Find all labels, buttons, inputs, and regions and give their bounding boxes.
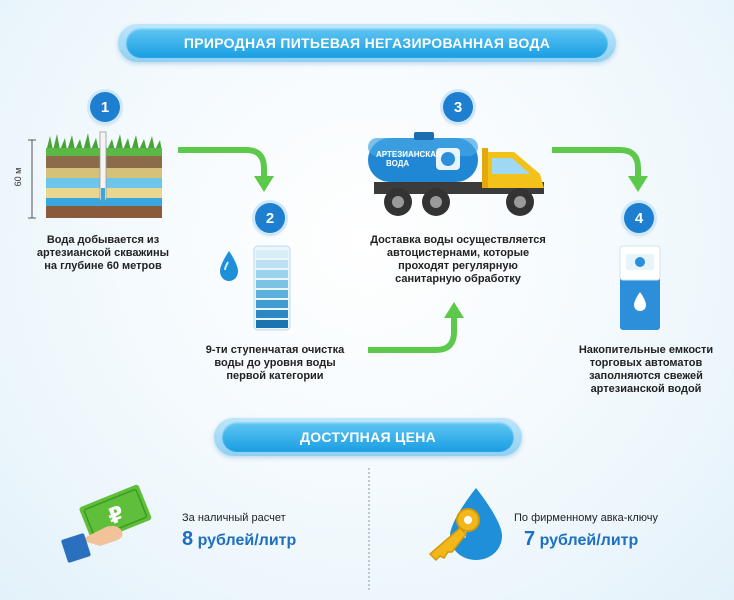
depth-label: 60 м bbox=[13, 167, 23, 187]
vending-machine-icon bbox=[619, 245, 661, 330]
well-cross-section-icon bbox=[28, 131, 162, 219]
step-2-number: 2 bbox=[255, 203, 285, 233]
price-divider bbox=[368, 468, 370, 590]
cash-hand-icon: ₽ bbox=[61, 484, 152, 563]
step-1-number: 1 bbox=[90, 92, 120, 122]
step-2-caption: 9-ти ступенчатая очистка воды до уровня … bbox=[205, 344, 345, 382]
cash-price-label: За наличный расчет bbox=[182, 512, 286, 524]
arrow-1-to-2 bbox=[178, 147, 274, 192]
header-banner-inner: ПРИРОДНАЯ ПИТЬЕВАЯ НЕГАЗИРОВАННАЯ ВОДА bbox=[126, 28, 608, 58]
header-banner: ПРИРОДНАЯ ПИТЬЕВАЯ НЕГАЗИРОВАННАЯ ВОДА bbox=[118, 24, 616, 62]
cash-price-value: 8 рублей/литр bbox=[182, 528, 297, 550]
price-banner-title: ДОСТУПНАЯ ЦЕНА bbox=[299, 429, 437, 445]
water-truck-icon bbox=[368, 132, 544, 216]
key-price-value: 7 рублей/литр bbox=[524, 528, 639, 550]
step-4-number: 4 bbox=[624, 203, 654, 233]
step-4-caption: Накопительные емкости торговых автоматов… bbox=[578, 344, 714, 395]
water-drop-icon bbox=[220, 251, 238, 281]
price-banner-inner: ДОСТУПНАЯ ЦЕНА bbox=[222, 422, 514, 452]
arrow-3-to-4 bbox=[552, 147, 648, 192]
key-price-label: По фирменному авка-ключу bbox=[514, 512, 658, 524]
step-3-caption: Доставка воды осуществляется автоцистерн… bbox=[370, 234, 546, 285]
tank-label: АРТЕЗИАНСКАЯ ВОДА bbox=[376, 150, 442, 168]
price-banner: ДОСТУПНАЯ ЦЕНА bbox=[214, 418, 522, 456]
filter-column-icon bbox=[253, 245, 291, 331]
step-1-caption: Вода добывается из артезианской скважины… bbox=[36, 234, 170, 272]
key-drop-icon bbox=[428, 488, 502, 562]
arrow-2-to-3 bbox=[368, 302, 464, 353]
step-3-number: 3 bbox=[443, 92, 473, 122]
page-title: ПРИРОДНАЯ ПИТЬЕВАЯ НЕГАЗИРОВАННАЯ ВОДА bbox=[183, 35, 551, 51]
